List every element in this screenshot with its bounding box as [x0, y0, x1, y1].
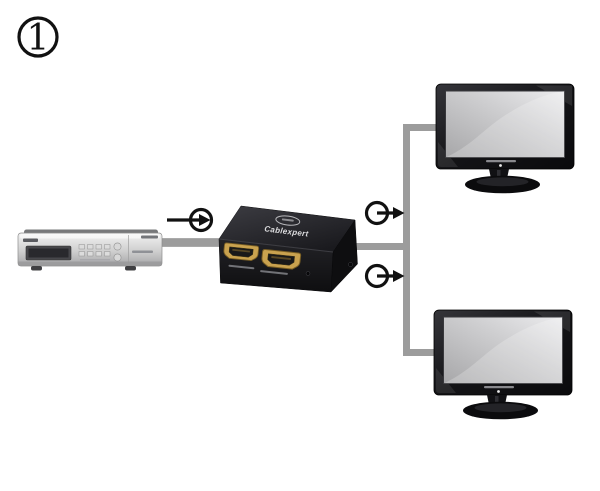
monitor-image	[435, 83, 575, 194]
signal-input-icon	[167, 207, 214, 233]
output-cable-trunk	[352, 124, 440, 356]
signal-output-icon-2	[364, 263, 405, 289]
source-foot-right	[125, 266, 136, 271]
step-badge-number: 1	[27, 18, 50, 59]
splitter-port-labels	[228, 264, 288, 275]
source-brand-mark	[23, 238, 38, 242]
display-monitor-top	[435, 83, 575, 194]
monitor-image	[433, 309, 573, 420]
brand-logo-oval	[275, 215, 301, 226]
splitter-dc-jack	[348, 262, 353, 267]
hdmi-splitter: Cablexpert	[218, 205, 358, 293]
step-badge-circle	[17, 16, 59, 58]
signal-output-icon-1	[364, 200, 405, 226]
source-round-button-2	[113, 253, 122, 262]
source-model-mark	[141, 235, 158, 239]
source-button-grid	[78, 244, 111, 261]
source-foot-left	[31, 266, 42, 271]
brand-logo-mark	[281, 218, 294, 222]
source-round-button-1	[113, 242, 122, 251]
source-display-inner	[28, 248, 69, 258]
source-bottom-band	[18, 261, 162, 266]
source-label-mark	[132, 250, 153, 253]
source-top-sheen	[20, 234, 160, 239]
splitter-led	[305, 271, 311, 276]
splitter-edge-highlight	[218, 238, 334, 253]
source-device	[17, 229, 163, 271]
display-monitor-bottom	[433, 309, 573, 420]
step-number-badge: 1	[17, 16, 59, 59]
